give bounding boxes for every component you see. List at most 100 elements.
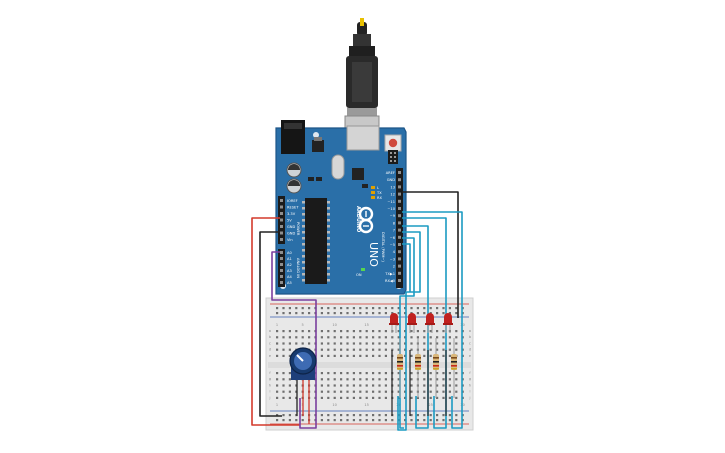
breadboard-hole[interactable] — [352, 378, 355, 381]
breadboard-hole[interactable] — [295, 384, 298, 387]
breadboard-hole[interactable] — [340, 419, 343, 422]
header-pin[interactable] — [398, 271, 401, 275]
breadboard-hole[interactable] — [391, 307, 394, 310]
breadboard-hole[interactable] — [404, 419, 407, 422]
breadboard-hole[interactable] — [365, 414, 368, 417]
breadboard-hole[interactable] — [442, 384, 445, 387]
red-led[interactable] — [425, 313, 435, 333]
breadboard-hole[interactable] — [320, 330, 323, 333]
breadboard-hole[interactable] — [352, 348, 355, 351]
breadboard-hole[interactable] — [455, 390, 458, 393]
breadboard-hole[interactable] — [436, 414, 439, 417]
breadboard-hole[interactable] — [448, 348, 451, 351]
breadboard-hole[interactable] — [397, 312, 400, 315]
breadboard-hole[interactable] — [359, 354, 362, 357]
header-pin[interactable] — [398, 199, 401, 203]
breadboard-hole[interactable] — [442, 378, 445, 381]
wire-black-digital-gnd[interactable] — [402, 191, 459, 318]
breadboard-hole[interactable] — [372, 307, 375, 310]
breadboard-hole[interactable] — [365, 384, 368, 387]
breadboard-hole[interactable] — [378, 396, 381, 399]
resistor[interactable] — [433, 338, 439, 398]
breadboard-hole[interactable] — [340, 354, 343, 357]
breadboard-hole[interactable] — [429, 390, 432, 393]
breadboard-hole[interactable] — [282, 336, 285, 339]
breadboard-hole[interactable] — [365, 307, 368, 310]
breadboard-hole[interactable] — [378, 372, 381, 375]
breadboard-hole[interactable] — [423, 372, 426, 375]
breadboard-hole[interactable] — [327, 312, 330, 315]
breadboard-hole[interactable] — [333, 348, 336, 351]
breadboard-hole[interactable] — [333, 354, 336, 357]
breadboard-hole[interactable] — [333, 342, 336, 345]
breadboard-hole[interactable] — [448, 378, 451, 381]
breadboard-hole[interactable] — [423, 419, 426, 422]
breadboard-hole[interactable] — [276, 330, 279, 333]
header-pin[interactable] — [280, 205, 283, 209]
header-pin[interactable] — [280, 269, 283, 272]
breadboard-hole[interactable] — [276, 390, 279, 393]
wire-blue-pin[interactable] — [402, 243, 411, 292]
breadboard-hole[interactable] — [429, 378, 432, 381]
breadboard-hole[interactable] — [352, 330, 355, 333]
breadboard-hole[interactable] — [404, 372, 407, 375]
breadboard-hole[interactable] — [404, 378, 407, 381]
breadboard-hole[interactable] — [282, 384, 285, 387]
breadboard-hole[interactable] — [397, 390, 400, 393]
breadboard-hole[interactable] — [346, 307, 349, 310]
breadboard-hole[interactable] — [276, 396, 279, 399]
breadboard-hole[interactable] — [333, 414, 336, 417]
breadboard-hole[interactable] — [455, 396, 458, 399]
header-pin[interactable] — [398, 192, 401, 196]
breadboard-hole[interactable] — [352, 384, 355, 387]
breadboard-hole[interactable] — [359, 378, 362, 381]
breadboard-hole[interactable] — [378, 354, 381, 357]
breadboard-hole[interactable] — [346, 348, 349, 351]
header-pin[interactable] — [280, 275, 283, 278]
red-led[interactable] — [389, 313, 399, 333]
breadboard-hole[interactable] — [384, 384, 387, 387]
breadboard-hole[interactable] — [429, 414, 432, 417]
breadboard-hole[interactable] — [301, 330, 304, 333]
breadboard-hole[interactable] — [340, 372, 343, 375]
breadboard-hole[interactable] — [442, 414, 445, 417]
breadboard-hole[interactable] — [308, 336, 311, 339]
breadboard-hole[interactable] — [404, 312, 407, 315]
breadboard-hole[interactable] — [404, 330, 407, 333]
breadboard-hole[interactable] — [391, 348, 394, 351]
wire-blue-pin[interactable] — [399, 237, 415, 429]
breadboard-hole[interactable] — [372, 348, 375, 351]
breadboard-hole[interactable] — [448, 414, 451, 417]
analog-header[interactable] — [278, 249, 285, 287]
breadboard-hole[interactable] — [346, 330, 349, 333]
breadboard-hole[interactable] — [384, 336, 387, 339]
breadboard-hole[interactable] — [288, 312, 291, 315]
breadboard-hole[interactable] — [359, 372, 362, 375]
breadboard-hole[interactable] — [455, 330, 458, 333]
icsp-header[interactable] — [388, 150, 398, 164]
breadboard-hole[interactable] — [372, 396, 375, 399]
breadboard-hole[interactable] — [295, 419, 298, 422]
breadboard-hole[interactable] — [333, 419, 336, 422]
breadboard-hole[interactable] — [327, 372, 330, 375]
breadboard-hole[interactable] — [455, 312, 458, 315]
breadboard-hole[interactable] — [320, 378, 323, 381]
breadboard-hole[interactable] — [365, 336, 368, 339]
breadboard-hole[interactable] — [436, 390, 439, 393]
breadboard-hole[interactable] — [327, 336, 330, 339]
breadboard-hole[interactable] — [397, 384, 400, 387]
breadboard-hole[interactable] — [352, 312, 355, 315]
red-led[interactable] — [443, 313, 453, 333]
breadboard-hole[interactable] — [423, 354, 426, 357]
header-pin[interactable] — [398, 214, 401, 218]
header-pin[interactable] — [398, 250, 401, 254]
header-pin[interactable] — [280, 225, 283, 228]
breadboard-hole[interactable] — [455, 348, 458, 351]
breadboard-hole[interactable] — [416, 307, 419, 310]
breadboard-hole[interactable] — [282, 354, 285, 357]
breadboard-hole[interactable] — [378, 348, 381, 351]
breadboard-hole[interactable] — [288, 330, 291, 333]
breadboard-hole[interactable] — [429, 354, 432, 357]
breadboard-hole[interactable] — [436, 312, 439, 315]
breadboard-hole[interactable] — [448, 419, 451, 422]
